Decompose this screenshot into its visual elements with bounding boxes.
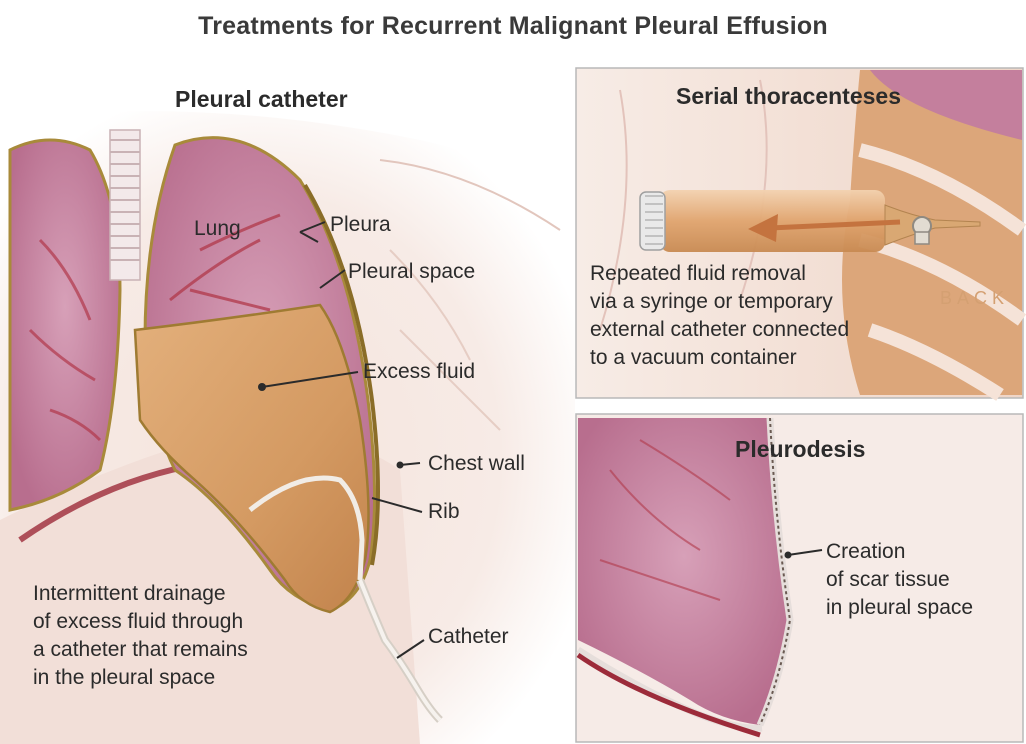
pleurodesis-header: Pleurodesis xyxy=(735,436,865,463)
pleura-label: Pleura xyxy=(330,212,391,238)
catheter-label: Catheter xyxy=(428,624,509,650)
description-line: via a syringe or temporary xyxy=(590,288,849,316)
back-label: BACK xyxy=(940,288,1009,309)
serial-thoracenteses-header: Serial thoracenteses xyxy=(676,83,901,110)
pleural-catheter-header: Pleural catheter xyxy=(175,86,348,113)
description-line: of excess fluid through xyxy=(33,608,248,636)
description-line: of scar tissue xyxy=(826,566,973,594)
description-line: a catheter that remains xyxy=(33,636,248,664)
pleurodesis-description: Creation of scar tissue in pleural space xyxy=(826,538,973,622)
description-line: to a vacuum container xyxy=(590,344,849,372)
chest-wall-label: Chest wall xyxy=(428,451,525,477)
figure-title: Treatments for Recurrent Malignant Pleur… xyxy=(0,12,1026,41)
description-line: in pleural space xyxy=(826,594,973,622)
rib-label: Rib xyxy=(428,499,460,525)
description-line: in the pleural space xyxy=(33,664,248,692)
description-line: Intermittent drainage xyxy=(33,580,248,608)
pleural-space-label: Pleural space xyxy=(348,259,475,285)
description-line: Creation xyxy=(826,538,973,566)
pleural-catheter-description: Intermittent drainage of excess fluid th… xyxy=(33,580,248,692)
description-line: external catheter connected xyxy=(590,316,849,344)
lung-label: Lung xyxy=(194,216,241,242)
serial-thoracenteses-description: Repeated fluid removal via a syringe or … xyxy=(590,260,849,372)
excess-fluid-label: Excess fluid xyxy=(363,359,475,385)
description-line: Repeated fluid removal xyxy=(590,260,849,288)
trachea xyxy=(110,130,140,280)
